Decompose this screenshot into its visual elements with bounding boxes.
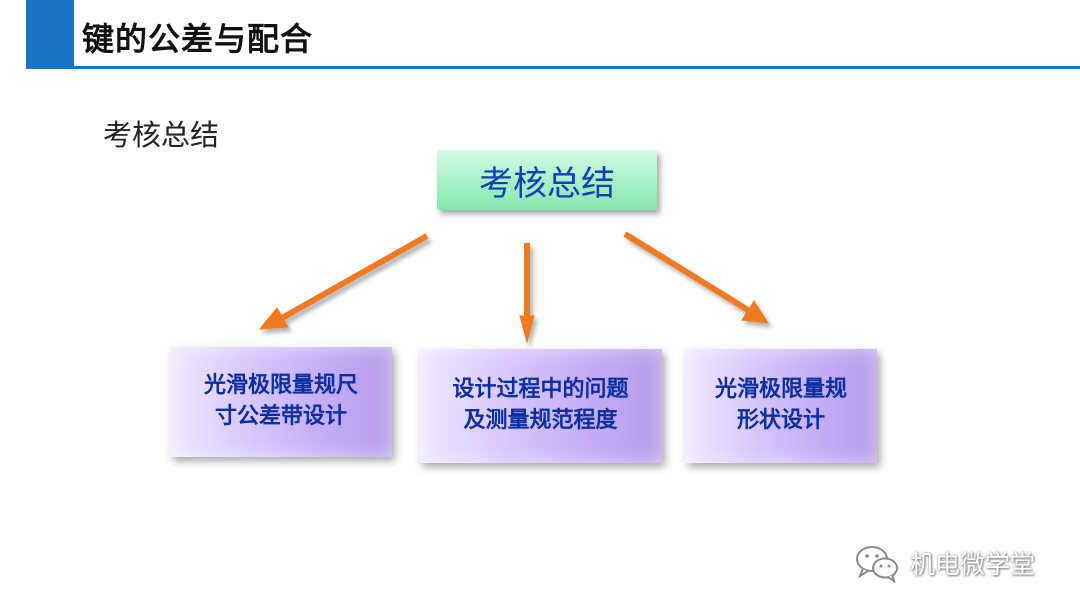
topic-2-line-2: 及测量规范程度 (463, 408, 618, 433)
page-title: 键的公差与配合 (82, 20, 314, 58)
watermark: 机电微学堂 (854, 543, 1035, 583)
topic-box-gauge-shape: 光滑极限量规 形状设计 (685, 349, 877, 463)
title-underline (26, 66, 1080, 69)
watermark-text: 机电微学堂 (910, 550, 1036, 579)
topic-3-line-2: 形状设计 (736, 408, 825, 433)
topic-box-gauge-tolerance: 光滑极限量规尺 寸公差带设计 (170, 347, 392, 457)
topic-box-design-issues: 设计过程中的问题 及测量规范程度 (419, 349, 662, 463)
topic-1-line-2: 寸公差带设计 (214, 404, 347, 429)
summary-center-box: 考核总结 (437, 150, 657, 210)
topic-3-line-1: 光滑极限量规 (714, 377, 847, 403)
wechat-icon (856, 546, 898, 583)
topic-2-line-1: 设计过程中的问题 (452, 377, 629, 403)
arrow-center (519, 243, 535, 344)
title-bar (74, 0, 1080, 69)
title-accent-bar (26, 0, 74, 69)
topic-1-line-1: 光滑极限量规尺 (203, 373, 358, 399)
arrow-left (258, 233, 429, 330)
section-label: 考核总结 (103, 118, 220, 152)
arrow-right (623, 231, 769, 324)
